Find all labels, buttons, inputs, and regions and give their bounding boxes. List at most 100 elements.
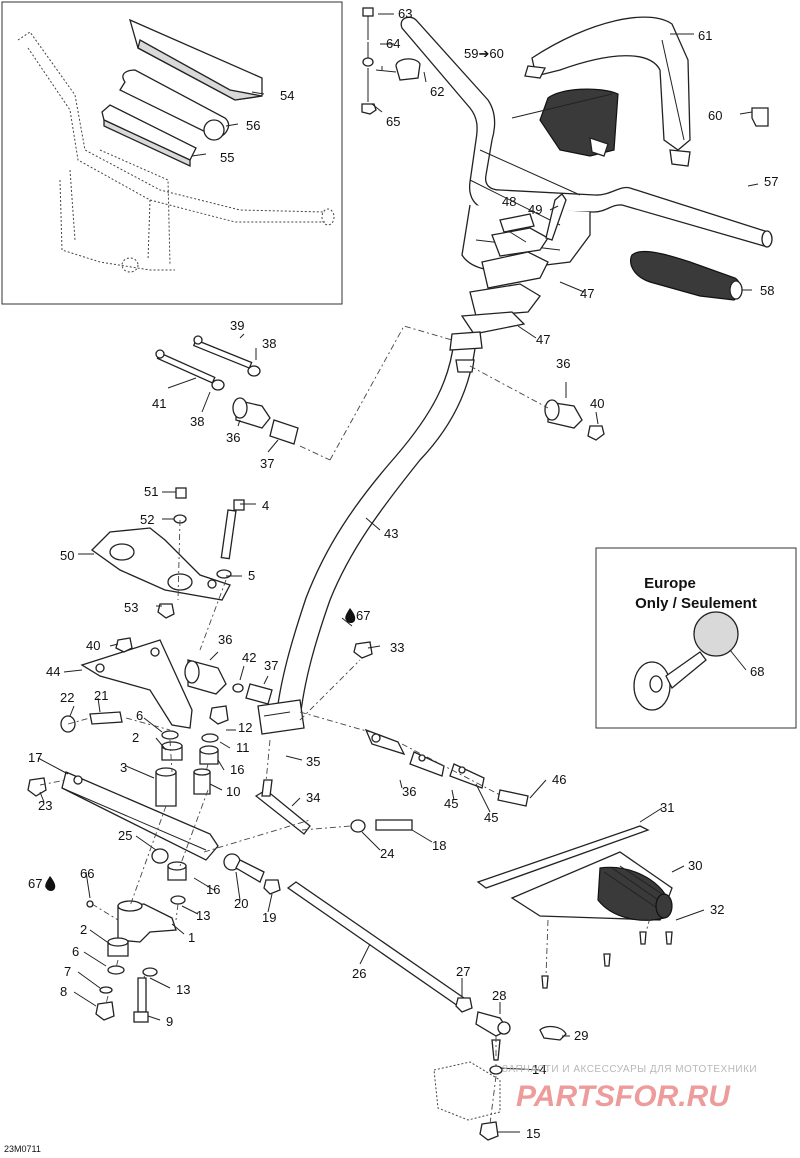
clamp-62	[375, 58, 421, 81]
sleeve-37b	[245, 683, 273, 705]
callout-label: 40	[86, 638, 100, 653]
callout-label: 63	[398, 6, 412, 21]
bolt-63	[362, 7, 374, 40]
bolt-9	[133, 977, 149, 1023]
tie-rod-34	[254, 779, 311, 835]
callout-label: 62	[430, 84, 444, 99]
handlebar-pad-54	[128, 18, 263, 101]
callout-label: 13	[196, 908, 210, 923]
callout-label: 16	[230, 762, 244, 777]
callout-label: 3	[120, 760, 127, 775]
pad-foam-55	[101, 104, 197, 168]
callout-label: 6	[72, 944, 79, 959]
spacer-64	[362, 42, 374, 67]
callout-label: 66	[80, 866, 94, 881]
callout-label: 53	[124, 600, 138, 615]
callout-label: 47	[580, 286, 594, 301]
callout-label: 4	[262, 498, 269, 513]
callout-label: 64	[386, 36, 400, 51]
callout-label: 61	[698, 28, 712, 43]
pad-foam-56	[119, 69, 230, 141]
callout-label: 47	[536, 332, 550, 347]
sleeve-37	[269, 419, 299, 445]
callout-label: 10	[226, 784, 240, 799]
callout-label: 37	[260, 456, 274, 471]
screws-32	[541, 931, 673, 989]
washer-6b	[107, 965, 125, 975]
sleeve-3	[155, 767, 177, 807]
bolt-18	[375, 819, 413, 831]
callout-labels: 63 64 62 65 61 59➔60 60 54 56 55 57 49 4…	[28, 6, 778, 1141]
washer-38	[247, 365, 261, 377]
nut-15	[479, 1121, 499, 1141]
nut-40	[587, 425, 605, 441]
bolt-21	[89, 711, 123, 725]
callout-label: 2	[132, 730, 139, 745]
nut-40b	[115, 637, 133, 653]
nut-65	[361, 68, 377, 115]
callout-label: 14	[532, 1062, 546, 1077]
bolt-46	[497, 789, 529, 807]
callout-label: 21	[94, 688, 108, 703]
callout-label: 42	[242, 650, 256, 665]
callout-label: 1	[188, 930, 195, 945]
leader-lines	[37, 13, 759, 1133]
oil-drop-icon	[345, 608, 356, 623]
grip-58	[629, 250, 743, 301]
washer-13	[170, 895, 186, 905]
rod-end-36c	[364, 728, 406, 756]
bolt-41	[155, 349, 216, 384]
callout-label: 2	[80, 922, 87, 937]
washer-5	[216, 569, 232, 579]
riser-clamps	[460, 193, 567, 335]
callout-label: 36	[556, 356, 570, 371]
pivot-arm-1	[117, 900, 177, 943]
callout-label: 24	[380, 846, 394, 861]
callout-label: 65	[386, 114, 400, 129]
callout-label: 67	[28, 876, 42, 891]
callout-label: 7	[64, 964, 71, 979]
callout-label-68: 68	[750, 664, 764, 679]
callout-label: 34	[306, 790, 320, 805]
washer-6	[161, 730, 179, 740]
diagram-code: 23M0711	[4, 1144, 41, 1154]
nut-53	[157, 603, 175, 619]
nut-19	[263, 879, 281, 895]
callout-label: 54	[280, 88, 294, 103]
callout-label: 28	[492, 988, 506, 1003]
europe-note-line2: Only / Seulement	[635, 595, 757, 612]
callout-label: 36	[402, 784, 416, 799]
callout-label: 27	[456, 964, 470, 979]
boot-30	[510, 851, 673, 921]
link-45	[409, 751, 445, 777]
callout-label: 51	[144, 484, 158, 499]
callout-label: 16	[206, 882, 220, 897]
spacer-42	[232, 683, 244, 693]
callout-label: 40	[590, 396, 604, 411]
watermark-tagline: ЗАПЧАСТИ И АКСЕССУАРЫ ДЛЯ МОТОТЕХНИКИ	[502, 1064, 757, 1075]
washer-25	[151, 848, 169, 864]
callout-label: 49	[528, 202, 542, 217]
oil-drop-icon	[45, 876, 56, 891]
europe-only-frame	[595, 547, 797, 729]
callout-label: 67	[356, 608, 370, 623]
callout-label: 56	[246, 118, 260, 133]
tie-rod-26	[286, 881, 465, 1007]
horn-68	[633, 611, 739, 711]
callout-label: 35	[306, 754, 320, 769]
nut-8	[95, 1001, 115, 1021]
callout-label: 22	[60, 690, 74, 705]
callout-label: 36	[218, 632, 232, 647]
callout-label: 6	[136, 708, 143, 723]
bushing-2b	[107, 937, 129, 957]
assembly-lines	[39, 325, 651, 1125]
link-45b	[449, 763, 485, 789]
spindle-outline	[433, 1061, 501, 1121]
nut-33	[353, 641, 373, 659]
bushing-2	[161, 741, 183, 761]
callout-label: 38	[262, 336, 276, 351]
callout-label: 17	[28, 750, 42, 765]
washer-7	[99, 986, 113, 994]
callout-label: 18	[432, 838, 446, 853]
